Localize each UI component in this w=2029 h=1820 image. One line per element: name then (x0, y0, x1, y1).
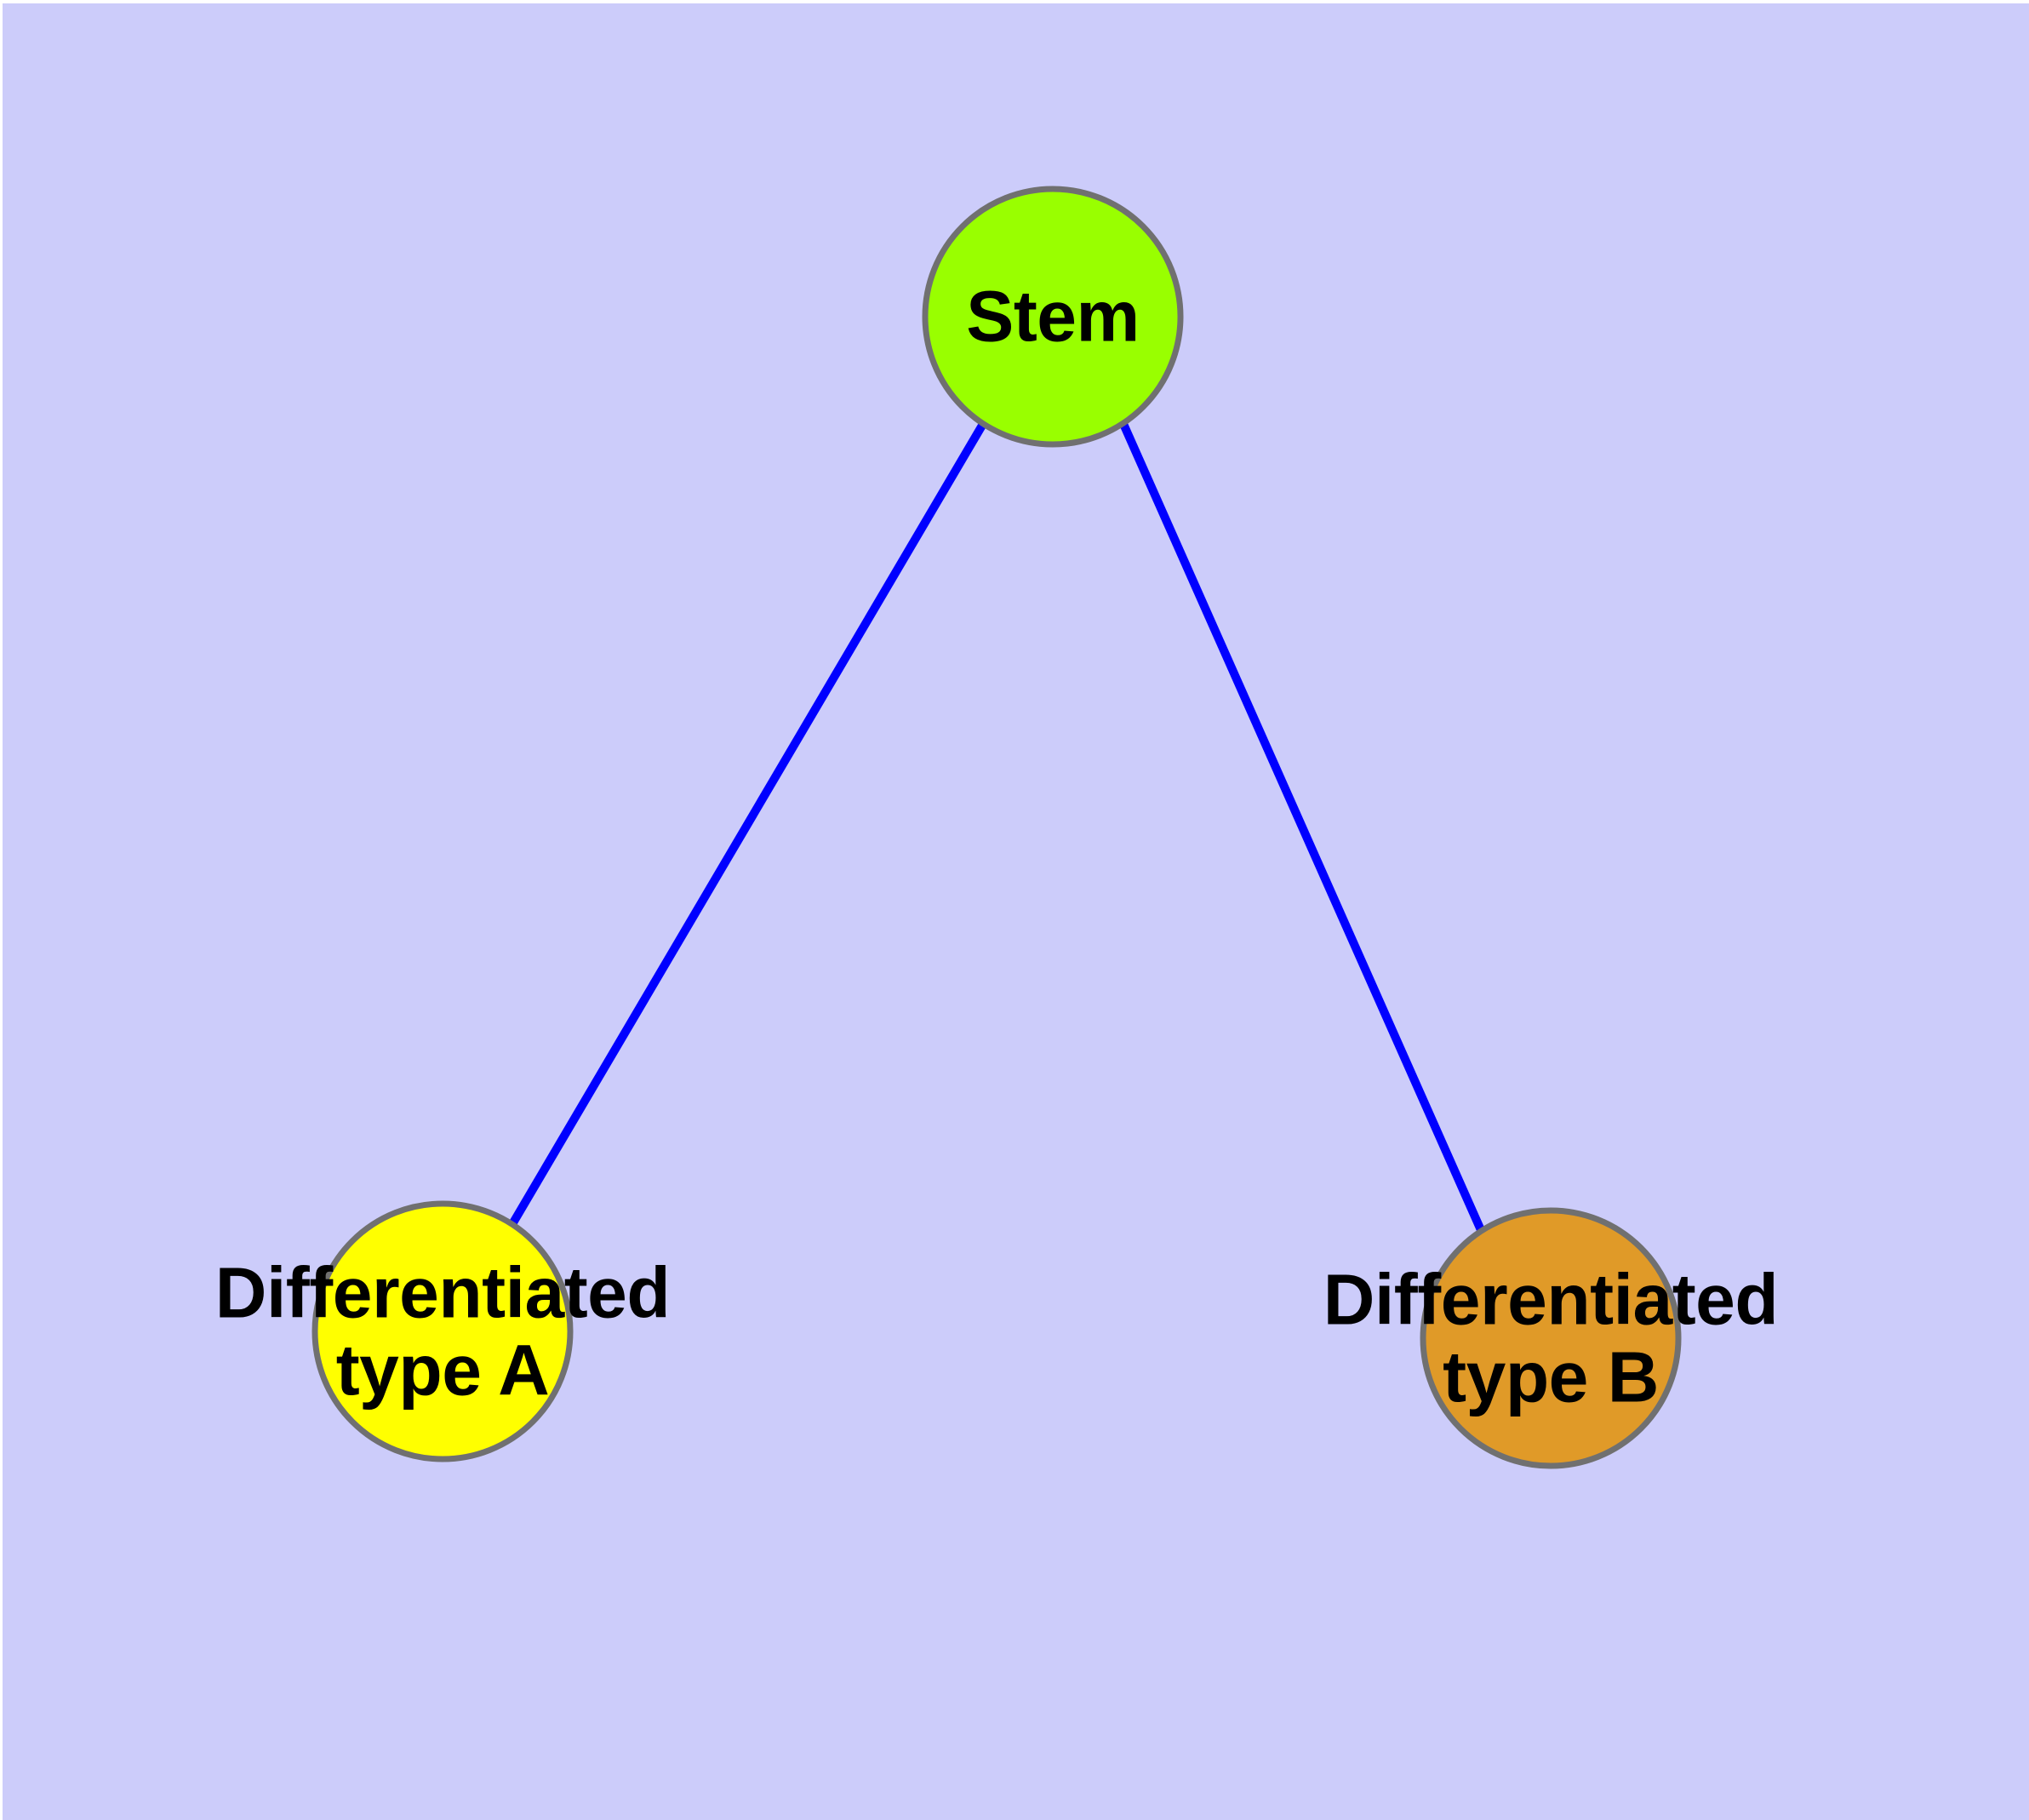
edge-layer (508, 421, 1485, 1233)
node-layer (311, 186, 1682, 1469)
edge-stem-to-diff-b (1119, 421, 1485, 1233)
node-diff-b-circle[interactable] (1420, 1207, 1682, 1469)
node-stem-circle[interactable] (922, 186, 1184, 448)
edge-stem-to-diff-a (508, 421, 987, 1227)
node-diff-a-circle[interactable] (311, 1200, 574, 1462)
